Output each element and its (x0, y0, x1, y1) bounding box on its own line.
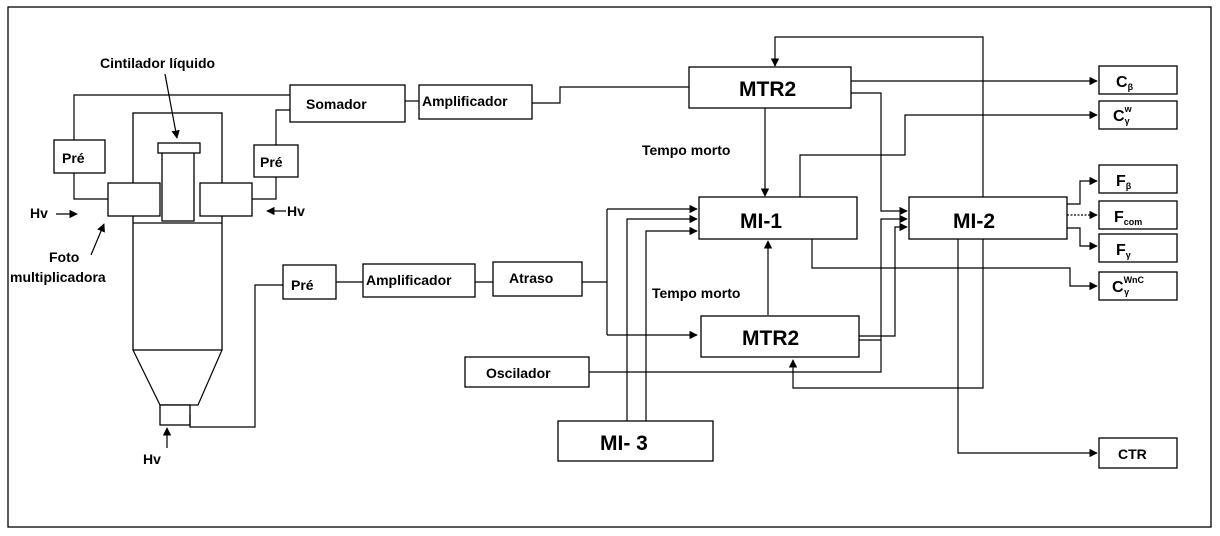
pre-right-box (253, 144, 299, 178)
amplificador-top-label: Amplificador (422, 93, 508, 109)
photomultiplier-left (107, 182, 161, 217)
pre-mid-label: Pré (291, 277, 314, 293)
multiplicadora-label: multiplicadora (10, 269, 106, 285)
scintillation-vessel (132, 112, 223, 426)
pre-left-label: Pré (62, 150, 85, 166)
atraso-box (492, 261, 583, 297)
hv-bottom-label: Hv (143, 451, 161, 467)
pre-left-box (53, 139, 106, 174)
amplificador-mid-label: Amplificador (366, 272, 452, 288)
output-c-gamma-wnc-box (1098, 271, 1178, 301)
tempo-morto-2-label: Tempo morto (652, 285, 740, 301)
outer-frame (7, 6, 1212, 528)
mtr2-top-box (688, 66, 852, 109)
mi3-box (557, 420, 714, 462)
oscilador-label: Oscilador (486, 365, 551, 381)
mtr2-top-label: MTR2 (739, 78, 796, 101)
mi2-box (908, 196, 1068, 240)
hv-left-label: Hv (30, 205, 48, 221)
mi1-box (698, 196, 858, 240)
somador-box (289, 84, 406, 123)
somador-label: Somador (306, 96, 367, 112)
mtr2-bottom-label: MTR2 (742, 327, 799, 350)
mi3-label: MI- 3 (600, 432, 648, 455)
output-c-gamma-w-box (1098, 100, 1178, 130)
output-f-beta: Fβ (1116, 173, 1132, 191)
output-f-com-box (1098, 200, 1178, 230)
hv-right-label: Hv (287, 203, 305, 219)
output-f-beta-box (1098, 164, 1178, 194)
photomultiplier-right (199, 182, 253, 217)
mtr2-bottom-box (700, 315, 860, 358)
tempo-morto-1-label: Tempo morto (642, 142, 730, 158)
mi1-label: MI-1 (740, 210, 782, 233)
cintilador-label: Cintilador líquido (100, 55, 215, 71)
output-f-gamma-box (1098, 233, 1178, 263)
output-c-beta: Cβ (1116, 74, 1134, 92)
amplificador-top-box (418, 84, 533, 120)
output-f-gamma: Fγ (1116, 242, 1131, 260)
output-f-com: Fcom (1114, 209, 1142, 227)
mi2-label: MI-2 (953, 210, 995, 233)
amplificador-mid-box (362, 263, 476, 298)
foto-label: Foto (49, 249, 79, 265)
pre-right-label: Pré (260, 154, 283, 170)
output-ctr: CTR (1118, 446, 1147, 462)
liquid-scintillator-vial (161, 143, 195, 222)
oscilador-box (464, 356, 590, 388)
atraso-label: Atraso (509, 270, 553, 286)
output-c-beta-box (1098, 65, 1178, 95)
output-ctr-box (1098, 437, 1178, 469)
